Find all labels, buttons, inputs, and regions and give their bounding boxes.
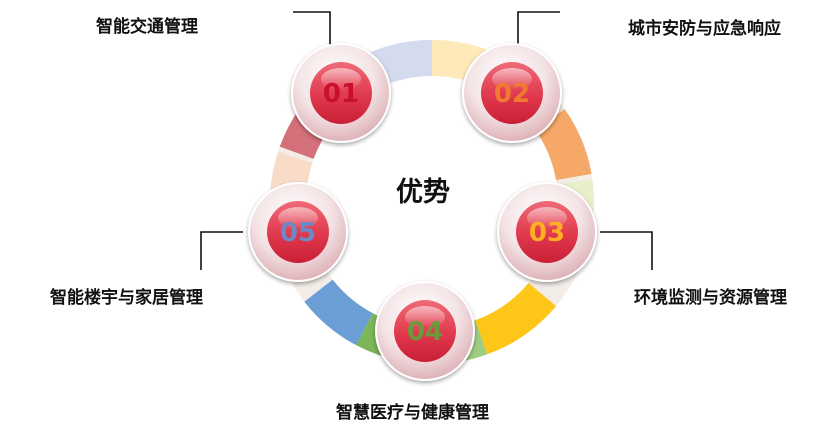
- center-title: 优势: [396, 177, 450, 208]
- connector-lines: [200, 11, 653, 270]
- ring-segment-03: [475, 282, 557, 355]
- node-01: 01: [291, 43, 391, 143]
- node-number-02: 02: [494, 79, 530, 109]
- node-highlight: [321, 68, 361, 90]
- connector-03: [600, 231, 653, 270]
- node-number-04: 04: [407, 317, 443, 347]
- node-highlight: [278, 207, 318, 229]
- node-number-01: 01: [323, 79, 359, 109]
- node-05: 05: [248, 182, 348, 282]
- node-group: 01 02 03 04 05: [248, 43, 597, 381]
- node-highlight: [492, 68, 532, 90]
- connector-05: [200, 231, 243, 270]
- node-highlight: [405, 306, 445, 328]
- connector-02: [517, 11, 560, 48]
- node-label-02: 城市安防与应急响应: [628, 19, 781, 39]
- node-number-05: 05: [280, 218, 316, 248]
- node-label-05: 智能楼宇与家居管理: [50, 288, 203, 308]
- node-label-03: 环境监测与资源管理: [634, 288, 787, 308]
- node-label-01: 智能交通管理: [96, 17, 198, 37]
- ring-segment-02: [535, 109, 592, 181]
- connector-01: [293, 11, 331, 48]
- node-highlight: [527, 207, 567, 229]
- node-number-03: 03: [529, 218, 565, 248]
- node-02: 02: [462, 43, 562, 143]
- node-label-04: 智慧医疗与健康管理: [336, 403, 489, 423]
- node-04: 04: [375, 281, 475, 381]
- node-03: 03: [497, 182, 597, 282]
- ring-segment-05: [304, 279, 373, 346]
